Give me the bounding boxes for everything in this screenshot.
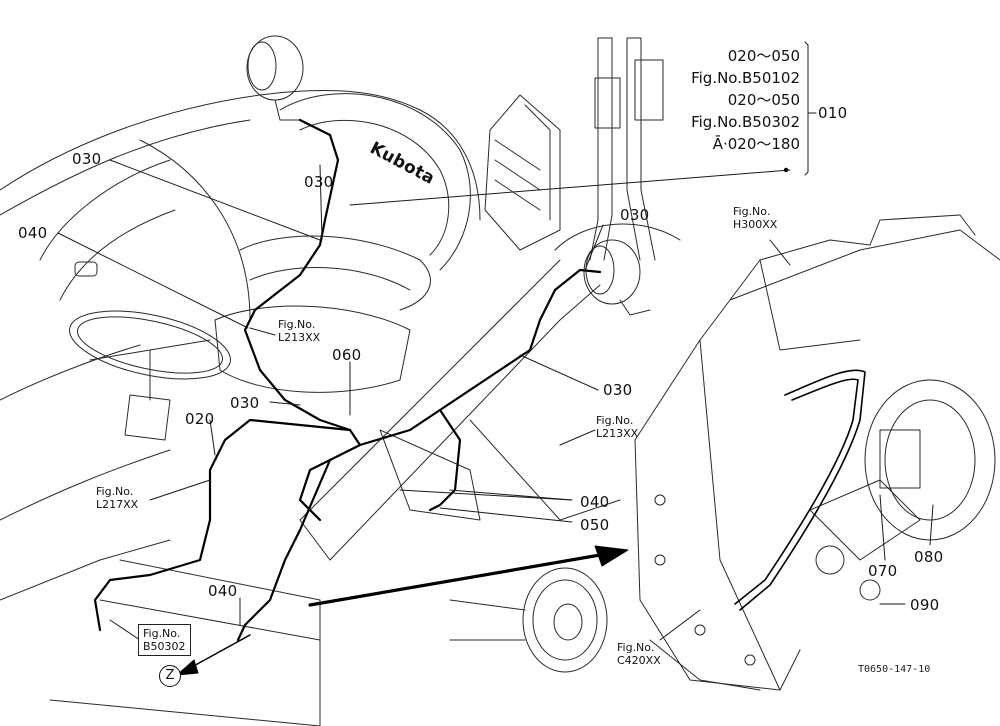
fig-ref-code: B50302 [143, 640, 186, 653]
callout-040-left: 040 [18, 224, 48, 242]
fig-ref-l213xx-top: Fig.No. L213XX [278, 318, 320, 344]
wiring-harness-branch-left [93, 418, 352, 632]
fig-ref-c420xx: Fig.No. C420XX [617, 641, 661, 667]
arrowhead-z [176, 659, 199, 676]
work-lamp-right [583, 239, 651, 316]
transmission-housing [634, 214, 1000, 691]
callout-020: 020 [185, 410, 215, 428]
callout-080: 080 [914, 548, 944, 566]
arrowhead-transmission [594, 545, 629, 567]
callout-040-right: 040 [580, 493, 610, 511]
transmission-pipe-outer [739, 369, 866, 611]
reference-line-2: Fig.No.B50102 [691, 69, 800, 87]
steering-wheel [69, 310, 231, 441]
fig-ref-code: L213XX [596, 427, 639, 440]
drawing-code: T0650-147-10 [858, 664, 931, 675]
arrow-to-transmission [308, 553, 602, 607]
leader-b50302 [109, 619, 141, 641]
callout-090: 090 [910, 596, 940, 614]
leader-020 [209, 419, 216, 456]
fig-ref-label: Fig.No. [617, 641, 655, 654]
leader-030-right-top [584, 224, 604, 271]
fig-ref-code: H300XX [733, 218, 778, 231]
fig-ref-l217xx: Fig.No. L217XX [96, 485, 138, 511]
floor-plate [49, 559, 321, 726]
arrow-to-z [189, 634, 251, 669]
leader-c420 [659, 609, 701, 641]
reference-line-4: Fig.No.B50302 [691, 113, 800, 131]
callout-030-top: 030 [72, 150, 102, 168]
fig-ref-label: Fig.No. [278, 318, 316, 331]
reference-line-3: 020～050 [727, 91, 800, 109]
fig-ref-label: Fig.No. [596, 414, 634, 427]
callout-030-lower: 030 [230, 394, 260, 412]
callout-070: 070 [868, 562, 898, 580]
leader-030-top [109, 159, 321, 241]
view-marker-z: Z [159, 665, 181, 687]
leader-h300 [769, 239, 791, 266]
callout-060: 060 [332, 346, 362, 364]
reference-line-5: Ā·020～180 [712, 135, 800, 153]
fig-ref-label: Fig.No. [96, 485, 134, 498]
leader-040-left [57, 232, 249, 329]
callout-040-bottom: 040 [208, 582, 238, 600]
leader-070 [879, 494, 886, 561]
fig-ref-code: L213XX [278, 331, 321, 344]
reference-stack: 020～050 Fig.No.B50102 020～050 Fig.No.B50… [640, 45, 800, 155]
leader-l213-top [249, 327, 276, 336]
fig-ref-label: Fig.No. [143, 627, 181, 640]
fig-ref-b50302: Fig.No. B50302 [138, 624, 191, 656]
wiring-harness-branch-lower [236, 458, 332, 642]
callout-030-mid: 030 [304, 173, 334, 191]
fig-ref-code: L217XX [96, 498, 139, 511]
leader-l213-right [559, 429, 596, 446]
rollover-bar [554, 37, 681, 261]
leader-dot-010 [783, 167, 789, 173]
leader-050 [439, 507, 573, 523]
leader-040-right-b [399, 489, 573, 501]
wiring-harness [243, 118, 362, 522]
rear-axle-hub [449, 567, 608, 673]
callout-030-right-top: 030 [620, 206, 650, 224]
rear-bracket [484, 94, 561, 251]
leader-010 [349, 169, 791, 206]
bracket-010 [804, 41, 817, 176]
work-lamp-top [246, 35, 304, 121]
leader-080 [929, 504, 934, 546]
transmission-pipe-inner [734, 378, 859, 605]
callout-030-right: 030 [603, 381, 633, 399]
leader-030-right [519, 354, 599, 391]
leader-030-mid [319, 164, 323, 241]
callout-050: 050 [580, 516, 610, 534]
leader-030-lower [269, 401, 301, 406]
fender-body [0, 89, 481, 601]
reference-line-1: 020～050 [727, 47, 800, 65]
fig-ref-code: C420XX [617, 654, 661, 667]
fig-ref-l213xx-right: Fig.No. L213XX [596, 414, 638, 440]
seat [214, 93, 471, 393]
wiring-harness-branch-right [358, 268, 602, 447]
callout-010: 010 [818, 104, 848, 122]
wiring-harness-rear [428, 408, 462, 512]
chassis-frame [299, 259, 621, 561]
leader-l217 [149, 479, 211, 501]
fig-ref-h300xx: Fig.No. H300XX [733, 205, 777, 231]
fig-ref-label: Fig.No. [733, 205, 771, 218]
